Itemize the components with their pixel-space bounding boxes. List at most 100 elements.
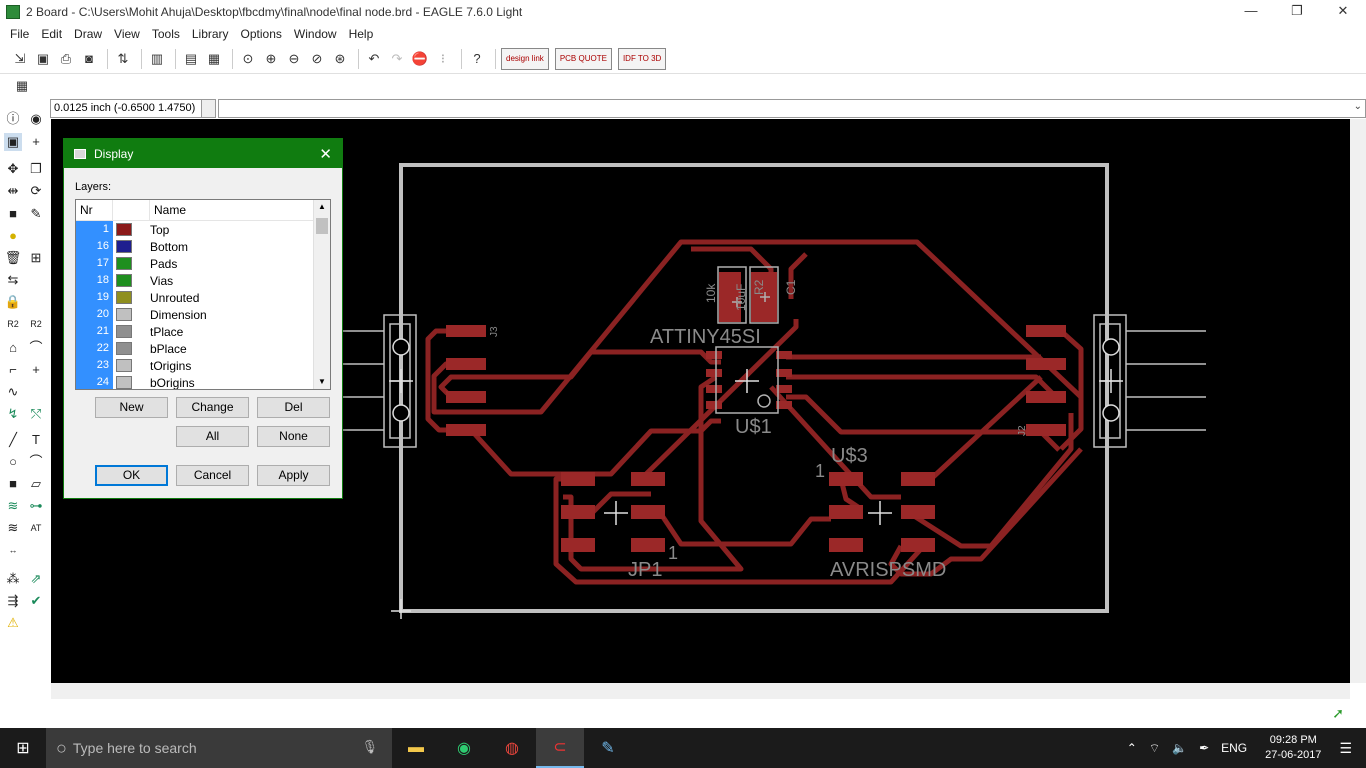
all-button[interactable]: All	[176, 426, 249, 447]
start-button[interactable]: ⊞	[16, 740, 30, 757]
redo-icon[interactable]: ↷	[391, 50, 403, 66]
none-button[interactable]: None	[257, 426, 330, 447]
wire-icon[interactable]: ╱	[9, 432, 17, 447]
whatsapp-icon[interactable]: ◉	[457, 740, 471, 757]
auto-icon[interactable]: ⇗	[30, 571, 42, 586]
name-icon[interactable]: R2	[7, 319, 19, 329]
circle-icon[interactable]: ○	[9, 454, 17, 469]
dimension-icon[interactable]: ↔	[8, 545, 18, 555]
save-icon[interactable]: ▣	[36, 50, 50, 66]
taskbar-search[interactable]: ○ Type here to search 🎙	[46, 728, 392, 768]
add-icon[interactable]: ⊞	[30, 250, 42, 265]
group-icon[interactable]: ■	[9, 206, 17, 221]
zoom-out-icon[interactable]: ⊖	[288, 50, 300, 66]
arc-icon[interactable]: ⌒	[29, 454, 43, 469]
layers-list-scrollbar[interactable]: ▲ ▼	[313, 200, 330, 389]
coordinate-button[interactable]	[202, 99, 216, 118]
attribute-icon[interactable]: AT	[30, 523, 42, 533]
column-name[interactable]: Name	[150, 200, 330, 220]
errors-icon[interactable]: ⇶	[7, 593, 19, 608]
paint-icon[interactable]: ✎	[601, 740, 615, 757]
display-layers-icon[interactable]: ▣	[4, 133, 22, 151]
polygon-icon[interactable]: ▱	[31, 476, 41, 491]
script-icon[interactable]: ▤	[184, 50, 198, 66]
menu-tools[interactable]: Tools	[151, 27, 180, 41]
wifi-icon[interactable]: ⌔	[1148, 740, 1161, 755]
file-explorer-icon[interactable]: ▬	[408, 739, 424, 756]
menu-library[interactable]: Library	[191, 27, 229, 41]
split-icon[interactable]: ⌐	[9, 362, 17, 377]
minimize-button[interactable]: —	[1244, 3, 1258, 18]
menu-help[interactable]: Help	[348, 27, 374, 41]
change-button[interactable]: Change	[176, 397, 249, 418]
tray-chevron-icon[interactable]: ⌃	[1126, 741, 1137, 755]
scroll-down-icon[interactable]: ▼	[318, 377, 326, 386]
action-center-icon[interactable]: ☰	[1339, 739, 1352, 756]
stop-icon[interactable]: ⛔	[411, 50, 429, 66]
drc-check-icon[interactable]: ✔	[30, 593, 42, 608]
pcb-quote-button[interactable]: PCB QUOTE	[554, 47, 612, 70]
paste-icon[interactable]: ●	[9, 228, 17, 243]
delete-icon[interactable]: 🗑	[4, 250, 22, 265]
move-icon[interactable]: ✥	[7, 161, 19, 176]
lock-icon[interactable]: 🔒	[4, 294, 22, 309]
change-icon[interactable]: ✎	[30, 206, 42, 221]
restore-button[interactable]: ❐	[1291, 3, 1303, 18]
zoom-in-icon[interactable]: ⊕	[265, 50, 277, 66]
miter-icon[interactable]: ⌒	[29, 340, 43, 355]
undo-icon[interactable]: ↶	[368, 50, 380, 66]
column-color[interactable]	[113, 200, 150, 220]
cam-icon[interactable]: ◙	[85, 51, 93, 66]
menu-draw[interactable]: Draw	[74, 27, 103, 41]
ripup-icon[interactable]: ⤲	[30, 406, 42, 421]
pen-icon[interactable]: ✒	[1199, 741, 1210, 755]
zoom-select-icon[interactable]: ⊛	[334, 50, 346, 66]
hole-icon[interactable]: ≋	[7, 520, 19, 535]
info-icon[interactable]: ⓘ	[6, 111, 20, 126]
value-icon[interactable]: R2	[30, 319, 42, 329]
scroll-thumb[interactable]	[316, 218, 328, 234]
via-icon[interactable]: ≋	[7, 498, 19, 513]
menu-file[interactable]: File	[10, 27, 30, 41]
dialog-close-icon[interactable]: ✕	[319, 145, 332, 163]
menu-edit[interactable]: Edit	[41, 27, 63, 41]
eagle-taskbar-icon[interactable]: ⊂	[536, 728, 584, 768]
smash-icon[interactable]: ⌂	[9, 340, 17, 355]
help-icon[interactable]: ?	[473, 51, 481, 66]
meander-icon[interactable]: ∿	[7, 384, 19, 399]
horizontal-scrollbar[interactable]	[51, 683, 1350, 699]
chrome-icon[interactable]: ◍	[505, 740, 519, 757]
rect-icon[interactable]: ■	[9, 476, 17, 491]
volume-icon[interactable]: 🔈	[1172, 741, 1188, 755]
close-button[interactable]: ✕	[1337, 3, 1349, 18]
replace-icon[interactable]: ⇆	[7, 272, 19, 287]
ulp-icon[interactable]: ▥	[150, 50, 164, 66]
design-link-button[interactable]: design link	[501, 47, 549, 70]
column-nr[interactable]: Nr	[76, 200, 113, 220]
ratsnest-icon[interactable]: ⁂	[6, 571, 20, 586]
ok-button[interactable]: OK	[95, 465, 168, 486]
open-icon[interactable]: ⇲	[14, 50, 26, 66]
menu-window[interactable]: Window	[293, 27, 337, 41]
menu-options[interactable]: Options	[240, 27, 282, 41]
del-button[interactable]: Del	[257, 397, 330, 418]
drc-icon[interactable]: ▦	[207, 50, 221, 66]
show-icon[interactable]: ◉	[30, 111, 42, 126]
mark-icon[interactable]: +	[32, 134, 40, 149]
grid-icon[interactable]: ▦	[15, 78, 29, 93]
idf-to-3d-button[interactable]: IDF TO 3D	[617, 47, 667, 70]
scroll-up-icon[interactable]: ▲	[318, 202, 326, 211]
print-icon[interactable]: ⎙	[60, 50, 72, 66]
route-icon[interactable]: ↯	[7, 406, 19, 421]
language-indicator[interactable]: ENG	[1221, 741, 1248, 755]
command-line-input[interactable]: ⌄	[218, 99, 1366, 118]
microphone-icon[interactable]: 🎙	[361, 739, 378, 754]
